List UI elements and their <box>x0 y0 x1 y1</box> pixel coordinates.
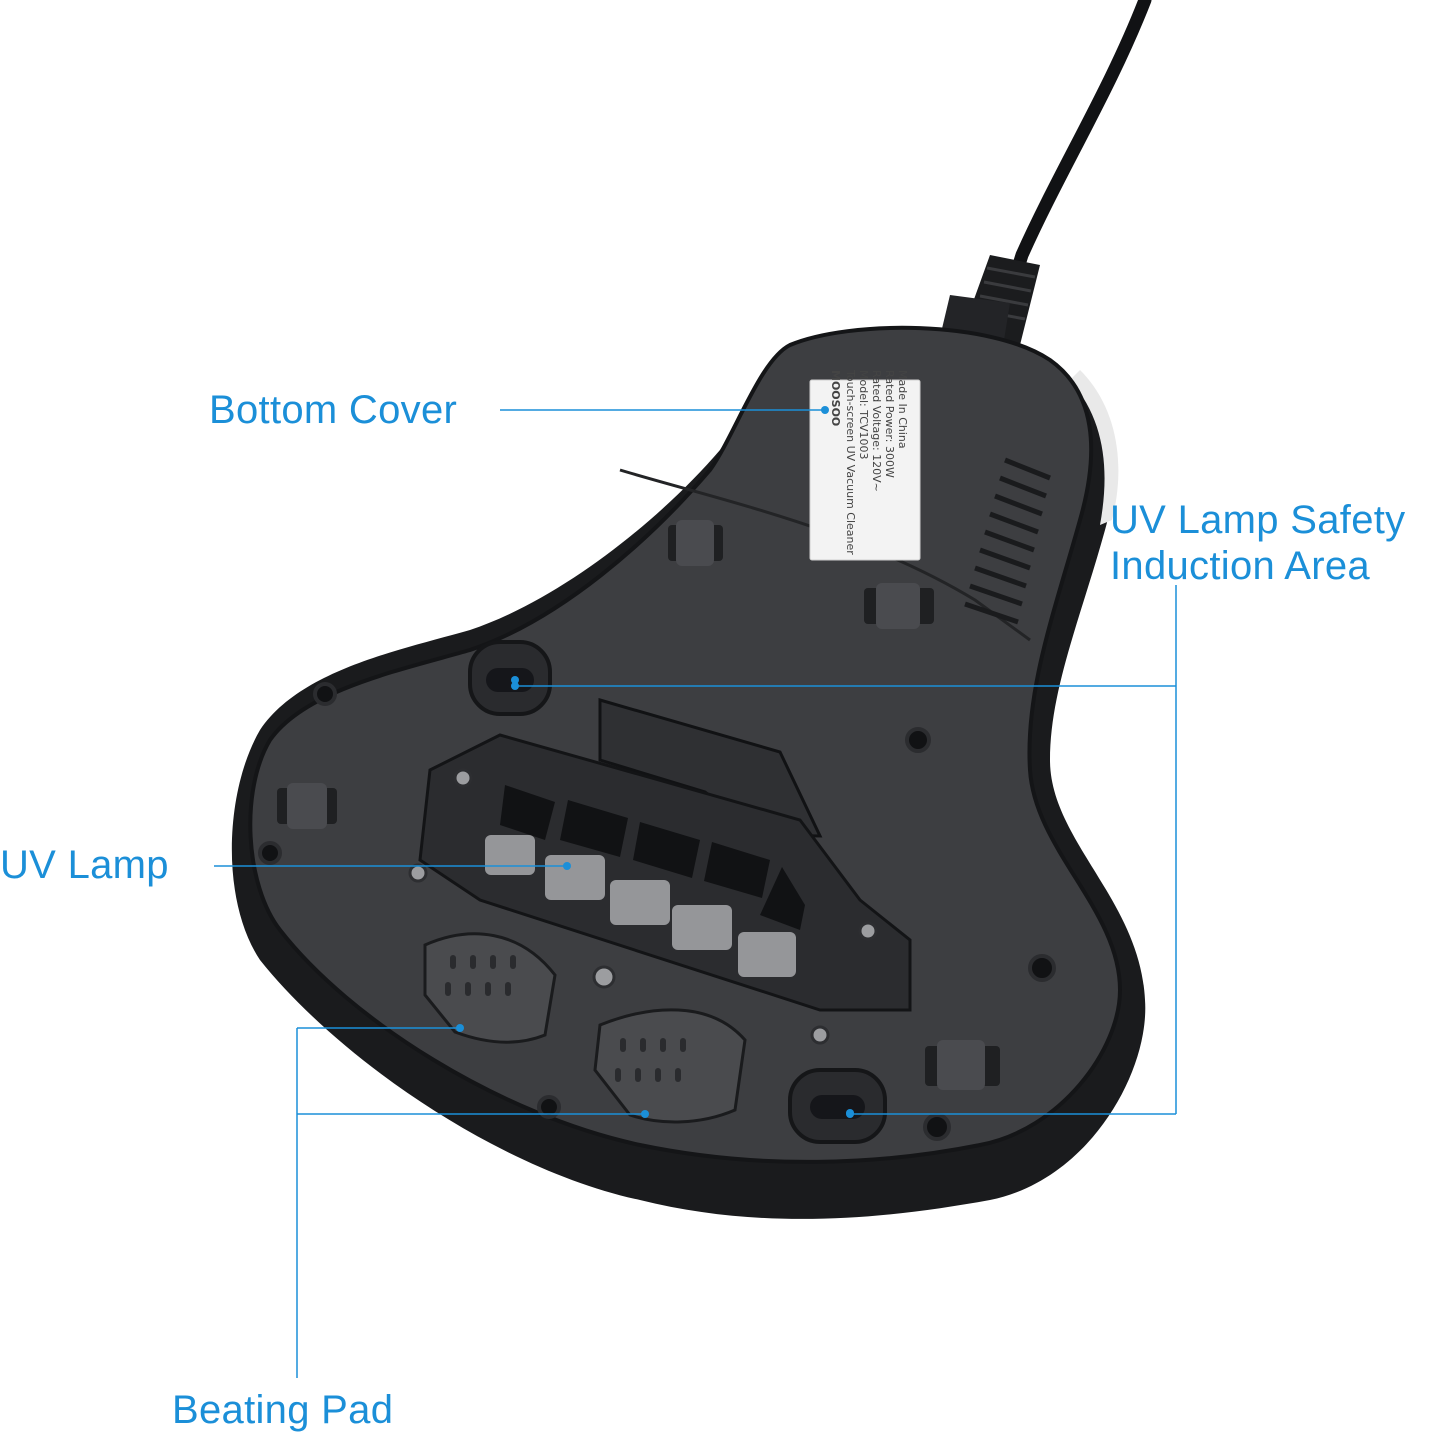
safety-sensor-icon <box>468 640 552 716</box>
beating-pad-text: Beating Pad <box>172 1388 394 1432</box>
bottom-cover-text: Bottom Cover <box>209 388 458 432</box>
uv-lamp-text: UV Lamp <box>0 843 169 887</box>
callout-leaders <box>214 406 1177 1378</box>
bottom-cover-label: Bottom Cover <box>209 387 457 434</box>
label-line-5: Made In China <box>896 370 909 449</box>
vent-grille <box>964 457 1051 625</box>
label-brand: MOOSOO <box>829 370 842 426</box>
uv-lamp-safety-line2: Induction Area <box>1110 544 1370 588</box>
uv-lamp-safety-label: UV Lamp Safety Induction Area <box>1110 497 1405 589</box>
uv-lamp-label: UV Lamp <box>0 842 169 889</box>
power-cord-icon <box>935 0 1152 365</box>
uv-lamp-cage <box>418 698 912 1012</box>
screw-hole <box>258 682 1056 1141</box>
product-label-sticker <box>809 379 921 561</box>
label-line-4: Rated Power: 300W <box>883 370 896 478</box>
label-line-1: Touch-screen UV Vacuum Cleaner <box>844 369 857 555</box>
screw-icon <box>408 768 878 1045</box>
roller-wheel-icon <box>277 520 1000 1090</box>
beating-pad <box>423 932 747 1124</box>
uv-lamp-safety-line1: UV Lamp Safety <box>1110 498 1406 542</box>
label-line-2: Model: TCV1003 <box>857 370 870 460</box>
safety-sensor-icon <box>788 1068 887 1144</box>
beating-pad-label: Beating Pad <box>172 1387 393 1434</box>
product-label-text: MOOSOO Touch-screen UV Vacuum Cleaner Mo… <box>829 369 909 555</box>
label-line-3: Rated Voltage: 120V~ <box>870 370 883 492</box>
